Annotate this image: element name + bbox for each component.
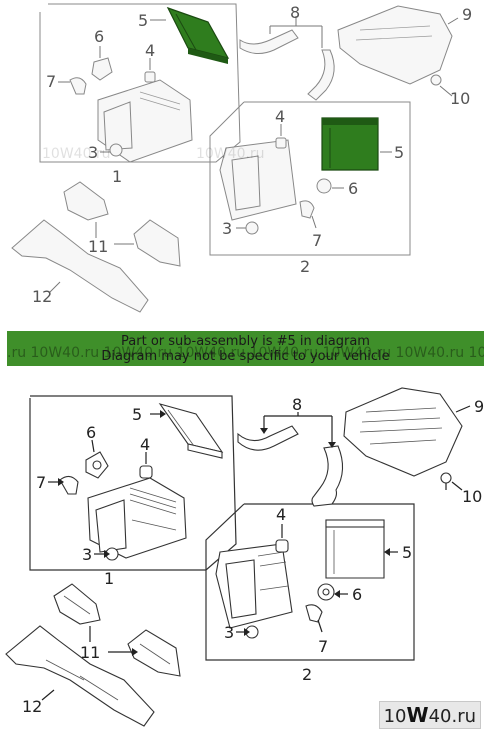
watermark-top-a: 10W40.ru [42, 146, 111, 162]
air-filter-highlight-2[interactable] [321, 117, 379, 171]
hose-7 [59, 475, 79, 495]
callout-2-top: 2 [300, 257, 310, 276]
callout-3-top-b: 3 [222, 219, 232, 238]
grommet-4b-top [275, 137, 287, 149]
callout-10-top: 10 [450, 89, 470, 108]
bracket-12-top [11, 219, 149, 313]
banner-line-1: Part or sub-assembly is #5 in diagram [121, 334, 370, 349]
air-cleaner-housing-2 [215, 543, 293, 629]
callout-4-top-a: 4 [145, 41, 155, 60]
banner-line-2: Diagram may not be specific to your vehi… [101, 349, 390, 364]
callout-1-top: 1 [112, 167, 122, 186]
watermark-top-b: 10W40.ru [196, 146, 265, 162]
intake-hose-8[interactable] [237, 425, 344, 507]
sensor-6b-top [316, 178, 332, 194]
logo-mark: W [406, 703, 429, 727]
callout-6-top-a: 6 [94, 27, 104, 46]
hose-8-top [239, 29, 335, 101]
assembly-box-2-top [209, 101, 411, 256]
engine-cover-9-top [337, 5, 453, 85]
sensor-6 [85, 451, 109, 479]
callout-5-top-a: 5 [138, 11, 148, 30]
callout-7-top-a: 7 [46, 72, 56, 91]
callout-4-top-b: 4 [275, 107, 285, 126]
air-filter-highlight-1[interactable] [166, 6, 230, 64]
air-cleaner-housing-top-1 [97, 79, 193, 163]
sensor-6-top [91, 57, 113, 81]
logo-prefix: 10 [383, 706, 407, 727]
logo-suffix: 40.ru [428, 706, 476, 727]
air-filter-2[interactable] [325, 519, 385, 579]
bracket-12[interactable] [5, 625, 155, 727]
callout-7-top-b: 7 [312, 231, 322, 250]
callout-3-top-a: 3 [88, 143, 98, 162]
hose-7b-top [299, 200, 315, 219]
callout-12-top: 12 [32, 287, 52, 306]
assembly-box-2 [205, 503, 415, 661]
duct-11a-top [63, 181, 109, 221]
air-duct-11a[interactable] [53, 583, 101, 625]
callout-9-top: 9 [462, 5, 472, 24]
banner-watermark: .ru 10W40.ru 10W40.ru 10W40.ru 10W40.ru … [7, 345, 484, 361]
engine-cover-9[interactable] [343, 387, 463, 477]
callout-6-top-b: 6 [348, 179, 358, 198]
bolt-10-top [430, 74, 442, 86]
callout-5-top-b: 5 [394, 143, 404, 162]
hose-7-top [69, 77, 87, 95]
callout-11-top: 11 [88, 237, 108, 256]
site-logo[interactable]: 10W40.ru [378, 701, 481, 729]
grommet-4b [275, 539, 289, 553]
air-filter-1[interactable] [158, 403, 224, 459]
air-duct-11b[interactable] [127, 629, 181, 677]
clip-3b-top [245, 221, 259, 235]
duct-11b-top [133, 219, 181, 267]
bolt-10 [440, 472, 452, 490]
callout-8-top: 8 [290, 3, 300, 22]
sensor-6b [317, 583, 335, 601]
info-banner: .ru 10W40.ru 10W40.ru 10W40.ru 10W40.ru … [7, 331, 484, 366]
clip-3-top [109, 143, 123, 157]
grommet-4-top [144, 71, 156, 83]
grommet-4 [139, 465, 153, 479]
